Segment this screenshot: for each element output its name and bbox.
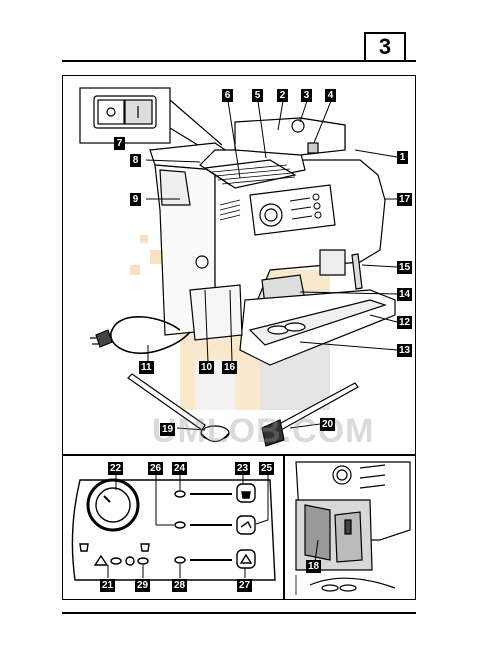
callout-label-4: 4 [325, 89, 336, 102]
callout-label-6: 6 [222, 89, 233, 102]
top-rule [62, 60, 416, 62]
accessories [127, 373, 359, 447]
callout-label-20: 20 [320, 418, 336, 431]
callout-label-14: 14 [397, 288, 413, 301]
callout-label-18: 18 [306, 560, 322, 573]
callout-label-21: 21 [100, 579, 116, 592]
watermark-text: UMLOB.COM [152, 412, 375, 450]
callout-label-23: 23 [235, 462, 251, 475]
callout-label-19: 19 [160, 423, 176, 436]
callout-label-16: 16 [222, 361, 238, 374]
brewing-unit-frame [284, 455, 416, 600]
callout-label-24: 24 [172, 462, 188, 475]
callout-lines [145, 100, 398, 431]
callout-label-5: 5 [252, 89, 263, 102]
bottom-rule [62, 612, 416, 614]
page-number: 3 [364, 32, 406, 62]
callout-label-8: 8 [130, 154, 141, 167]
callout-label-29: 29 [135, 579, 151, 592]
callout-label-15: 15 [397, 261, 413, 274]
callout-label-1: 1 [397, 151, 408, 164]
brewing-unit-drawing [295, 461, 411, 595]
callout-label-3: 3 [301, 89, 312, 102]
callout-label-22: 22 [108, 462, 124, 475]
callout-label-17: 17 [397, 193, 413, 206]
callout-label-12: 12 [397, 316, 413, 329]
callout-label-27: 27 [237, 579, 253, 592]
coffee-machine [90, 117, 396, 366]
callout-label-26: 26 [148, 462, 164, 475]
callout-label-9: 9 [130, 193, 141, 206]
callout-label-7: 7 [114, 137, 125, 150]
callout-label-10: 10 [199, 361, 215, 374]
control-panel-frame [62, 455, 284, 600]
switch-inset [79, 87, 223, 151]
control-panel-drawing [71, 478, 276, 581]
callout-label-13: 13 [397, 344, 413, 357]
main-figure-frame [62, 75, 416, 455]
callout-label-28: 28 [172, 579, 188, 592]
callout-label-2: 2 [277, 89, 288, 102]
control-panel-lines [107, 475, 269, 578]
callout-label-25: 25 [259, 462, 275, 475]
callout-label-11: 11 [139, 361, 154, 374]
